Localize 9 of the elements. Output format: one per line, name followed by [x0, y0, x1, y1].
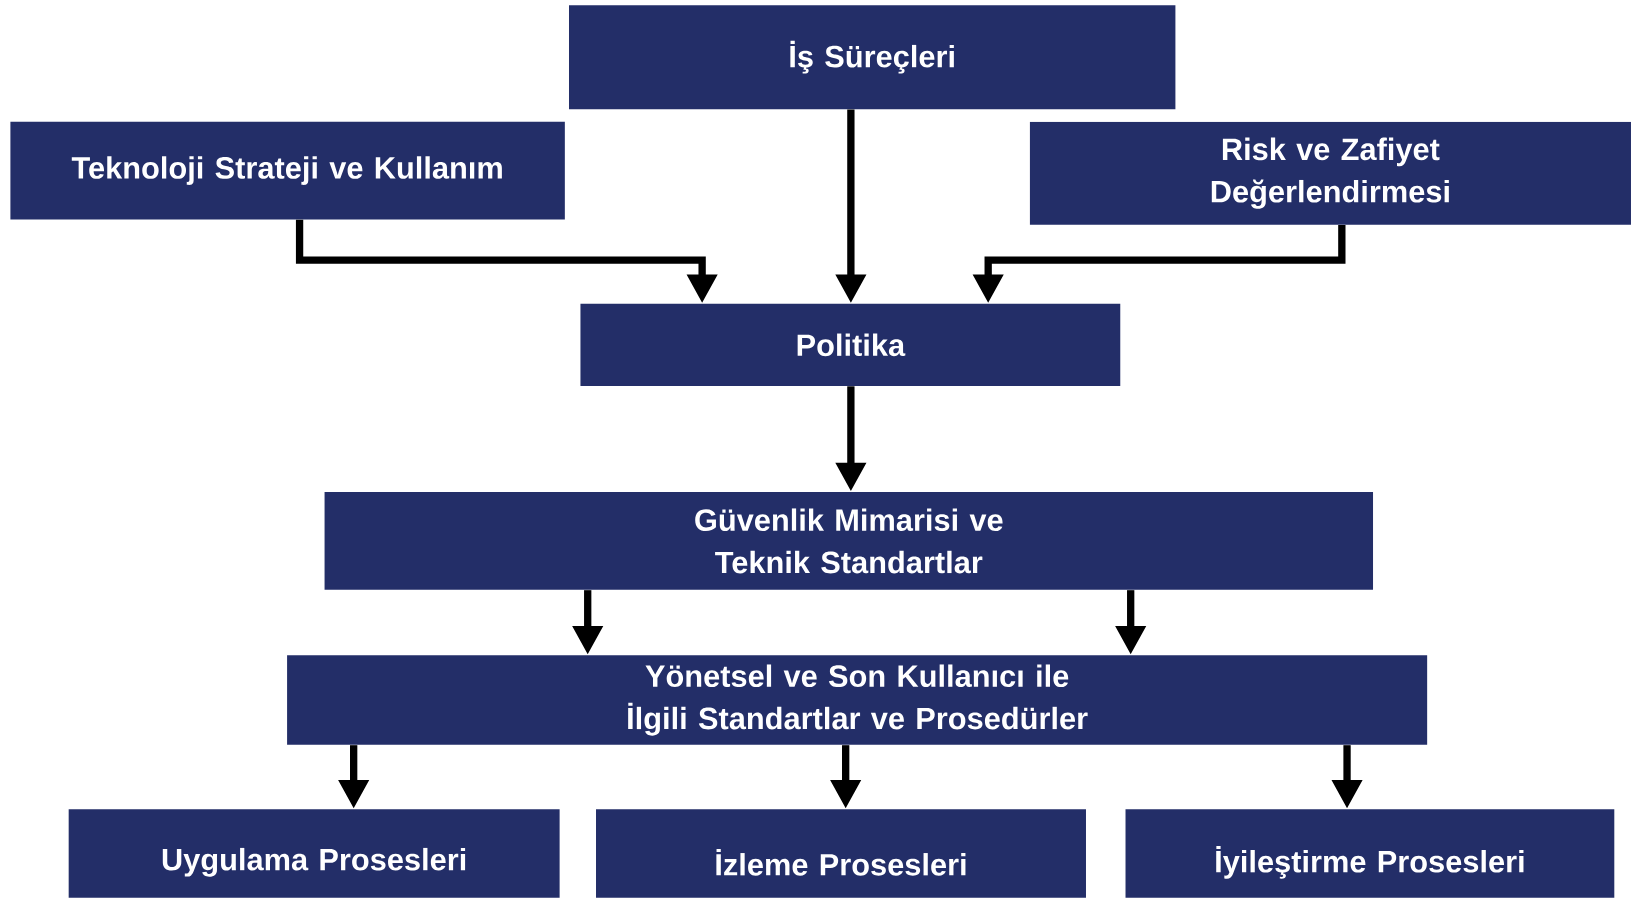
process-box: İzleme Prosesleri [596, 809, 1086, 898]
process-box: Teknoloji Strateji ve Kullanım [10, 121, 565, 220]
process-box: İş Süreçleri [569, 5, 1176, 110]
process-box: Risk ve Zafiyet Değerlendirmesi [1029, 121, 1631, 225]
process-box: Yönetsel ve Son Kullanıcı ile İlgili Standartlar ve Prosedürler [287, 655, 1428, 745]
process-box: İyileştirme Prosesleri [1125, 809, 1615, 898]
process-box: Güvenlik Mimarisi ve Teknik Standartlar [324, 492, 1374, 590]
process-box: Uygulama Prosesleri [68, 809, 560, 898]
process-box: Politika [580, 303, 1121, 387]
